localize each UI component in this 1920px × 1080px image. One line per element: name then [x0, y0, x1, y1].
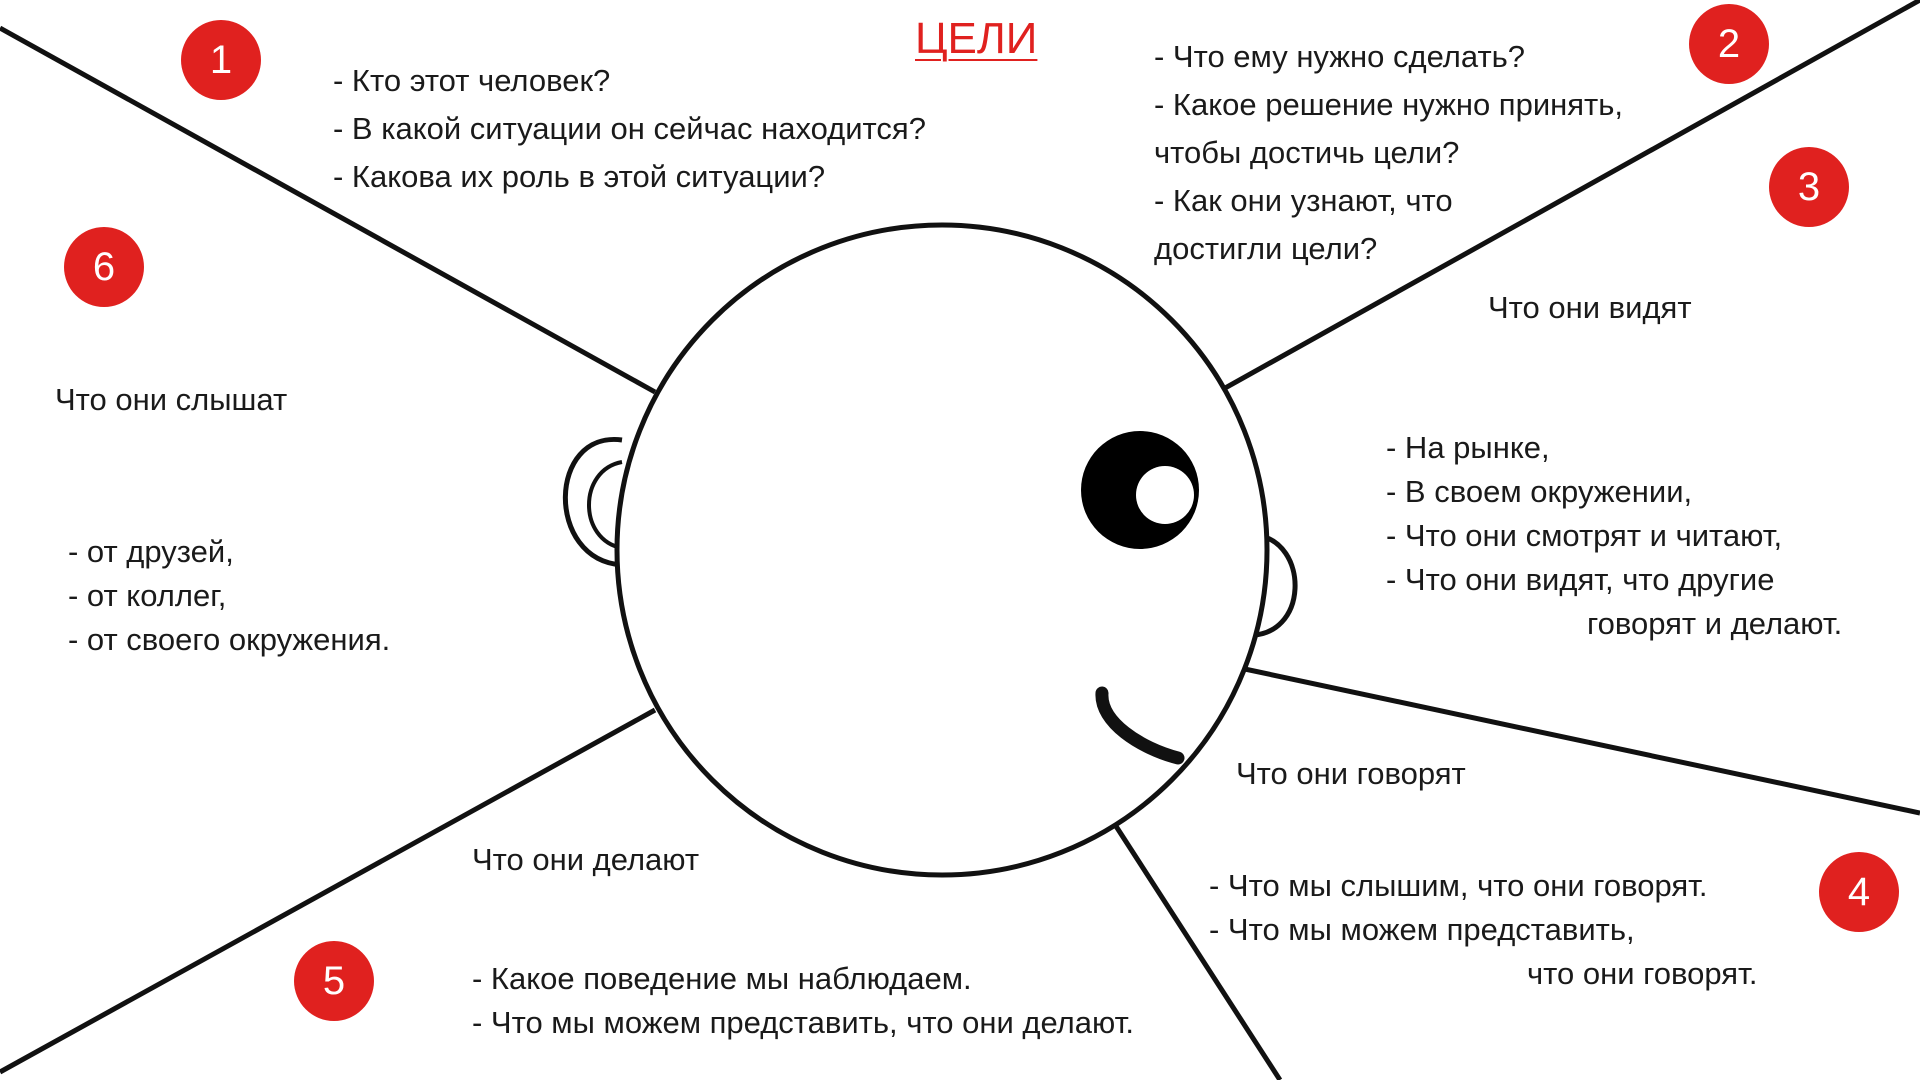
section-3-item: - На рынке, — [1386, 430, 1550, 465]
section-4-heading: Что они говорят — [1236, 756, 1466, 791]
section-5-questions: - Какое поведение мы наблюдаем. - Что мы… — [472, 957, 1134, 1045]
left-ear-inner — [587, 460, 623, 550]
left-ear — [563, 437, 623, 568]
divider-line-top-left — [0, 25, 657, 395]
section-5-heading: Что они делают — [472, 842, 700, 877]
section-3-heading: Что они видят — [1488, 290, 1692, 325]
page-title: ЦЕЛИ — [915, 14, 1038, 63]
section-2-item: - Как они узнают, что — [1154, 183, 1453, 219]
section-4-item: - Что мы слышим, что они говорят. — [1209, 868, 1708, 903]
eye-pupil — [1136, 466, 1194, 524]
divider-line-bottom-right — [1109, 818, 1283, 1080]
badge-1: 1 — [181, 20, 261, 100]
section-6-item: - от своего окружения. — [68, 622, 391, 658]
section-4-item: - Что мы можем представить, — [1209, 912, 1635, 948]
section-3-item: - В своем окружении, — [1386, 474, 1693, 510]
divider-line-top-right — [1216, 0, 1920, 395]
section-3-questions: - На рынке, - В своем окружении, - Что о… — [1386, 426, 1842, 646]
section-2-item: - Какое решение нужно принять, — [1154, 87, 1624, 123]
section-1-item: - В какой ситуации он сейчас находится? — [333, 111, 926, 147]
section-5-item: - Что мы можем представить, что они дела… — [472, 1005, 1134, 1041]
section-3-item: говорят и делают. — [1587, 606, 1843, 642]
badge-4: 4 — [1819, 852, 1899, 932]
section-6-item: - от друзей, — [68, 534, 234, 569]
section-5-item: - Какое поведение мы наблюдаем. — [472, 961, 972, 996]
smile — [1095, 686, 1185, 765]
section-2-item: чтобы достичь цели? — [1154, 135, 1460, 171]
section-4-questions: - Что мы слышим, что они говорят. - Что … — [1209, 864, 1757, 996]
head-circle — [614, 222, 1270, 878]
divider-line-bottom-left — [0, 707, 657, 1075]
section-6-item: - от коллег, — [68, 578, 227, 614]
section-2-questions: - Что ему нужно сделать? - Какое решение… — [1154, 33, 1623, 273]
badge-5: 5 — [294, 941, 374, 1021]
section-2-item: - Что ему нужно сделать? — [1154, 39, 1526, 74]
section-4-item: что они говорят. — [1527, 956, 1758, 992]
section-3-item: - Что они видят, что другие — [1386, 562, 1775, 598]
badge-6: 6 — [64, 227, 144, 307]
section-3-item: - Что они смотрят и читают, — [1386, 518, 1783, 554]
badge-3: 3 — [1769, 147, 1849, 227]
section-1-item: - Какова их роль в этой ситуации? — [333, 159, 826, 195]
section-1-questions: - Кто этот человек? - В какой ситуации о… — [333, 57, 926, 201]
badge-2: 2 — [1689, 4, 1769, 84]
section-6-questions: - от друзей, - от коллег, - от своего ок… — [68, 530, 390, 662]
section-1-item: - Кто этот человек? — [333, 63, 611, 98]
divider-line-right — [1239, 665, 1920, 816]
section-2-item: достигли цели? — [1154, 231, 1378, 267]
section-6-heading: Что они слышат — [55, 382, 288, 417]
